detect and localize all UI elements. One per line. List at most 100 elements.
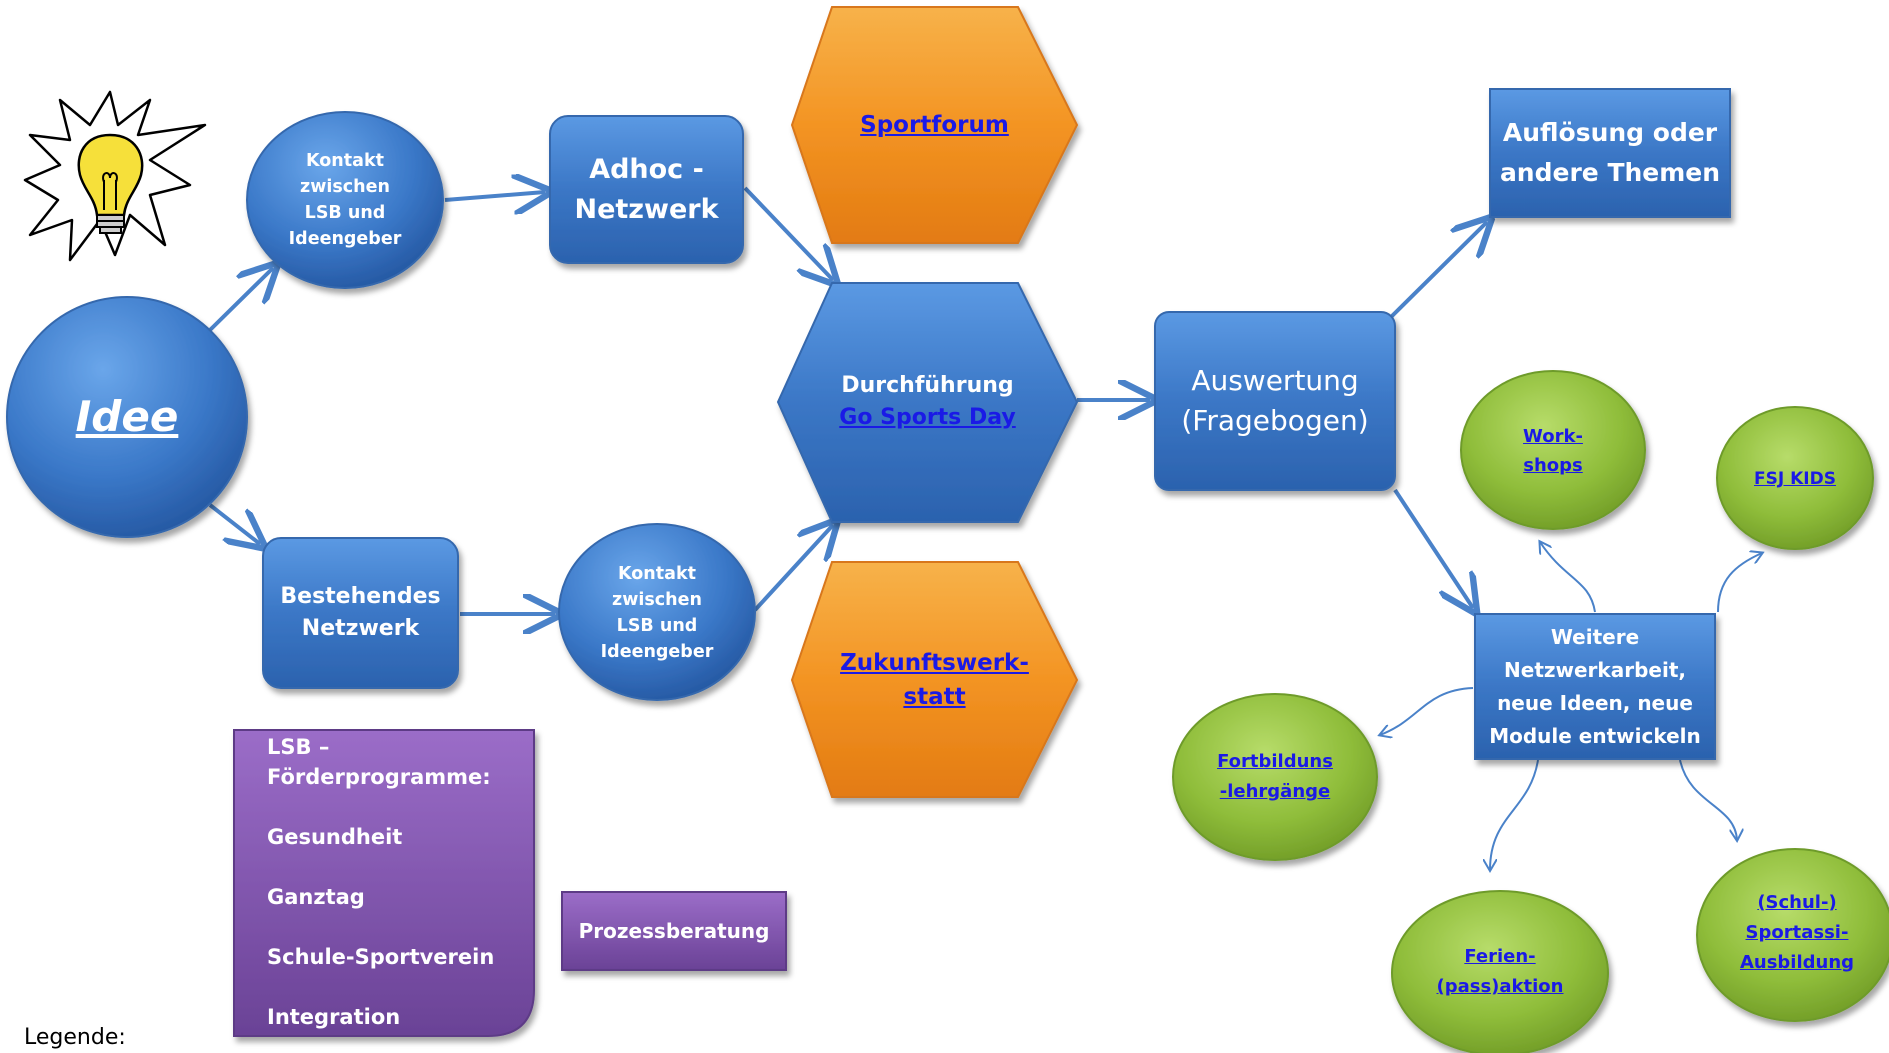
branch-arrow-fsj (1717, 553, 1762, 613)
workshops-node[interactable] (1460, 370, 1646, 530)
existing-line-2: Netzwerk (301, 616, 420, 641)
sportforum-label[interactable]: Sportforum (792, 100, 1077, 150)
evaluation-line-1: Auswertung (1191, 364, 1359, 397)
execution-node[interactable] (776, 282, 1079, 523)
arrow-evaluation-to-dissolution (1386, 222, 1487, 322)
adhoc-node[interactable] (549, 115, 744, 264)
workshops-label[interactable]: Work- shops (1475, 420, 1631, 482)
contact-bottom-line-3: LSB und (616, 616, 698, 636)
lsb-programs-text: LSB – Förderprogramme: Gesundheit Ganzta… (267, 732, 527, 1032)
idee-text[interactable]: Idee (75, 392, 179, 442)
further-node[interactable] (1474, 613, 1716, 760)
workshops-link-line-2[interactable]: shops (1523, 455, 1583, 476)
lsb-programs-line-6: Ganztag (267, 885, 365, 909)
adhoc-label: Adhoc - Netzwerk (550, 116, 743, 263)
branch-arrow-fortbildung (1380, 687, 1474, 735)
fsj-link[interactable]: FSJ KIDS (1754, 469, 1836, 490)
contact-bottom-line-4: Ideengeber (600, 642, 714, 662)
adhoc-line-2: Netzwerk (574, 193, 719, 225)
fortbildung-label[interactable]: Fortbilduns -lehrgänge (1180, 745, 1370, 809)
further-label: Weitere Netzwerkarbeit, neue Ideen, neue… (1475, 614, 1715, 759)
lsb-programs-line-5 (267, 852, 527, 882)
fortbildung-link-line-1[interactable]: Fortbilduns (1217, 751, 1333, 772)
arrow-contact-top-to-adhoc (444, 192, 545, 200)
zukunft-link-line-2[interactable]: statt (903, 684, 966, 710)
process-consulting-text: Prozessberatung (578, 918, 770, 943)
contact-top-node[interactable] (246, 111, 444, 289)
process-consulting-box (561, 891, 787, 971)
dissolution-node[interactable] (1489, 88, 1731, 218)
execution-title: Durchführung (841, 373, 1014, 398)
adhoc-line-1: Adhoc - (589, 153, 704, 185)
branch-arrow-ferien (1490, 759, 1539, 870)
ferien-link-line-2[interactable]: (pass)aktion (1436, 976, 1564, 997)
go-sports-day-link[interactable]: Go Sports Day (839, 405, 1016, 430)
evaluation-line-2: (Fragebogen) (1181, 404, 1369, 437)
further-line-3: neue Ideen, neue (1497, 690, 1693, 715)
further-line-4: Module entwickeln (1489, 723, 1701, 748)
idee-node[interactable] (6, 296, 248, 538)
branch-arrow-workshops (1540, 542, 1596, 613)
dissolution-label: Auflösung oder andere Themen (1490, 89, 1730, 217)
lsb-programs-line-2: Förderprogramme: (267, 765, 491, 789)
branch-arrow-schul (1679, 759, 1737, 840)
contact-bottom-node[interactable] (558, 523, 756, 701)
contact-bottom-label: Kontakt zwischen LSB und Ideengeber (562, 558, 752, 668)
zukunft-link-line-1[interactable]: Zukunftswerk- (840, 650, 1029, 676)
contact-top-line-1: Kontakt (306, 151, 384, 171)
arrow-adhoc-to-execution (743, 186, 833, 280)
contact-top-line-3: LSB und (304, 203, 386, 223)
arrow-evaluation-to-further (1393, 488, 1473, 608)
execution-label: Durchführung Go Sports Day (778, 362, 1077, 442)
schul-link-line-1[interactable]: (Schul-) (1757, 891, 1837, 913)
arrow-idee-to-existing (208, 503, 260, 544)
connectors (208, 186, 1487, 614)
fortbildung-node[interactable] (1172, 693, 1378, 861)
dissolution-line-2: andere Themen (1499, 158, 1721, 187)
process-consulting-label: Prozessberatung (562, 892, 786, 970)
schul-link-line-3[interactable]: Ausbildung (1739, 951, 1855, 973)
lsb-programs-line-1: LSB – (267, 735, 330, 759)
contact-top-line-2: zwischen (300, 177, 390, 197)
lightbulb-icon (23, 90, 207, 262)
further-line-1: Weitere (1550, 624, 1640, 649)
arrow-contact-bottom-to-execution (753, 525, 833, 612)
contact-top-line-4: Ideengeber (288, 229, 402, 249)
arrow-idee-to-contact-top (208, 268, 273, 332)
lsb-programs-line-8: Schule-Sportverein (267, 945, 495, 969)
lsb-programs-line-7 (267, 912, 527, 942)
idee-label[interactable]: Idee (7, 377, 247, 457)
contact-bottom-line-1: Kontakt (618, 564, 696, 584)
evaluation-label: Auswertung (Fragebogen) (1155, 312, 1395, 490)
ferien-node[interactable] (1391, 890, 1609, 1053)
schul-label[interactable]: (Schul-) Sportassi- Ausbildung (1700, 885, 1889, 980)
lsb-programs-line-10: Integration (267, 1005, 401, 1029)
lsb-programs-box (233, 729, 535, 1037)
schul-node[interactable] (1696, 848, 1889, 1022)
lsb-programs-line-4: Gesundheit (267, 825, 403, 849)
ferien-label[interactable]: Ferien- (pass)aktion (1400, 940, 1600, 1004)
zukunft-node[interactable] (790, 561, 1079, 798)
existing-line-1: Bestehendes (280, 584, 441, 609)
fsj-label[interactable]: FSJ KIDS (1720, 462, 1870, 497)
legend-label: Legende: (24, 1025, 126, 1050)
branch-arrows (1380, 542, 1762, 870)
lsb-programs-line-3 (267, 792, 527, 822)
contact-bottom-line-2: zwischen (612, 590, 702, 610)
zukunft-label[interactable]: Zukunftswerk- statt (792, 640, 1077, 720)
dissolution-line-1: Auflösung oder (1502, 118, 1718, 147)
existing-label: Bestehendes Netzwerk (263, 538, 458, 688)
workshops-link-line-1[interactable]: Work- (1523, 426, 1583, 447)
existing-node[interactable] (262, 537, 459, 689)
evaluation-node[interactable] (1154, 311, 1396, 491)
sportforum-link[interactable]: Sportforum (860, 111, 1009, 138)
lsb-programs-line-9 (267, 972, 527, 1002)
fsj-node[interactable] (1716, 406, 1874, 550)
fortbildung-link-line-2[interactable]: -lehrgänge (1219, 781, 1331, 802)
sportforum-node[interactable] (790, 6, 1079, 244)
ferien-link-line-1[interactable]: Ferien- (1464, 946, 1536, 967)
further-line-2: Netzwerkarbeit, (1504, 657, 1686, 682)
contact-top-label: Kontakt zwischen LSB und Ideengeber (250, 145, 440, 255)
schul-link-line-2[interactable]: Sportassi- (1745, 921, 1849, 943)
